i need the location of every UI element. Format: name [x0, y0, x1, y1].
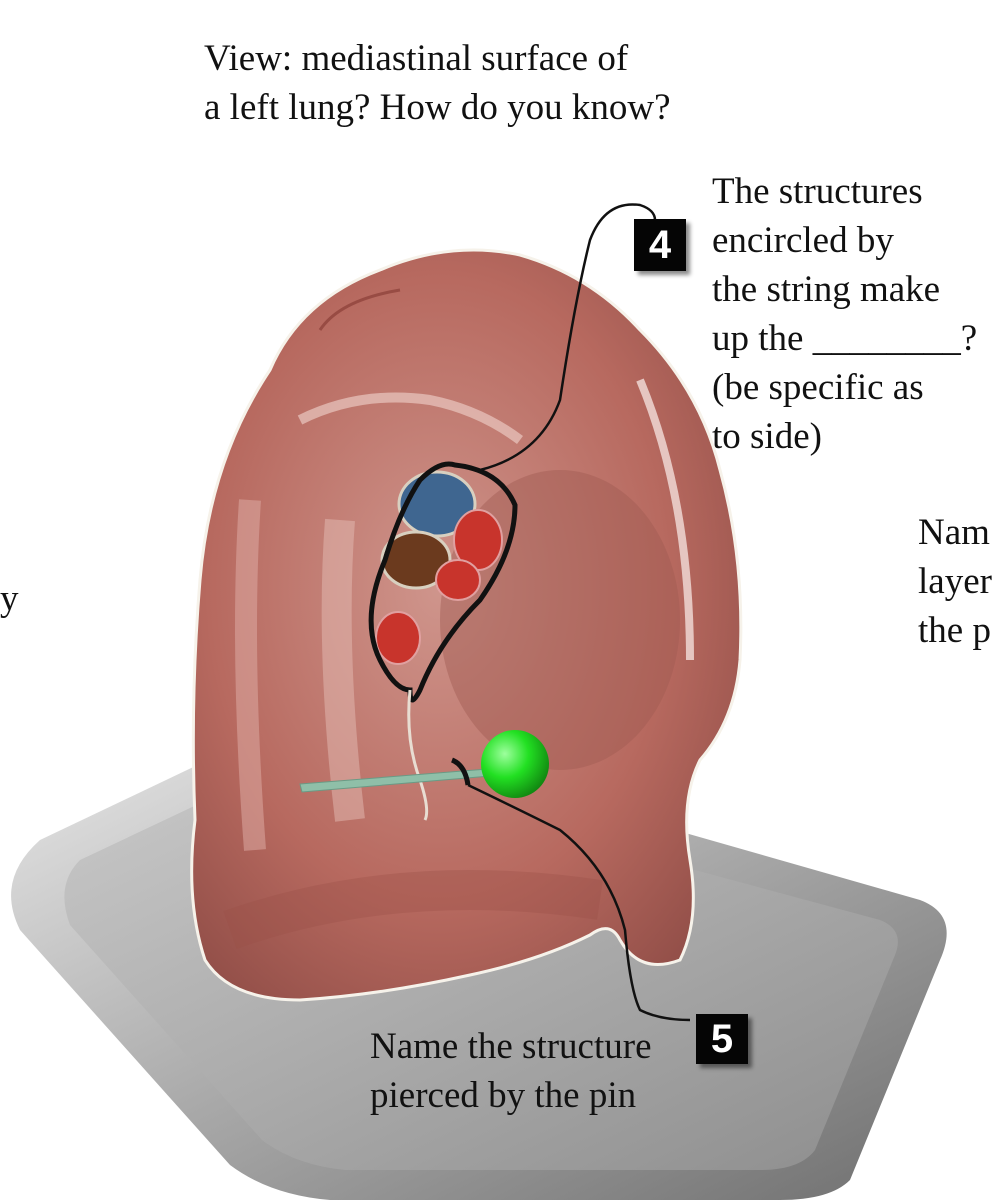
question-4-line-6: to side)	[712, 416, 822, 457]
question-4-line-5: (be specific as	[712, 367, 924, 408]
right-cutoff-line-3: the p	[918, 610, 991, 651]
question-5-line-1: Name the structure	[370, 1026, 652, 1067]
pin	[299, 730, 691, 1022]
lung	[190, 248, 743, 1002]
question-4-line-2: encircled by	[712, 220, 894, 261]
question-4-line-3: the string make	[712, 269, 941, 310]
right-cutoff-line-1: Nam	[918, 512, 990, 553]
header-line-2: a left lung? How do you know?	[204, 87, 671, 128]
question-4-line-4: up the ________?	[712, 318, 978, 359]
right-cutoff-line-2: layer	[918, 561, 992, 602]
left-cutoff-text: y	[0, 578, 19, 619]
header-line-1: View: mediastinal surface of	[204, 38, 629, 79]
question-4-line-1: The structures	[712, 171, 923, 212]
label-box-4: 4	[634, 219, 686, 271]
label-box-5: 5	[696, 1014, 748, 1064]
hilum-structures	[375, 470, 503, 665]
question-5-line-2: pierced by the pin	[370, 1075, 637, 1116]
